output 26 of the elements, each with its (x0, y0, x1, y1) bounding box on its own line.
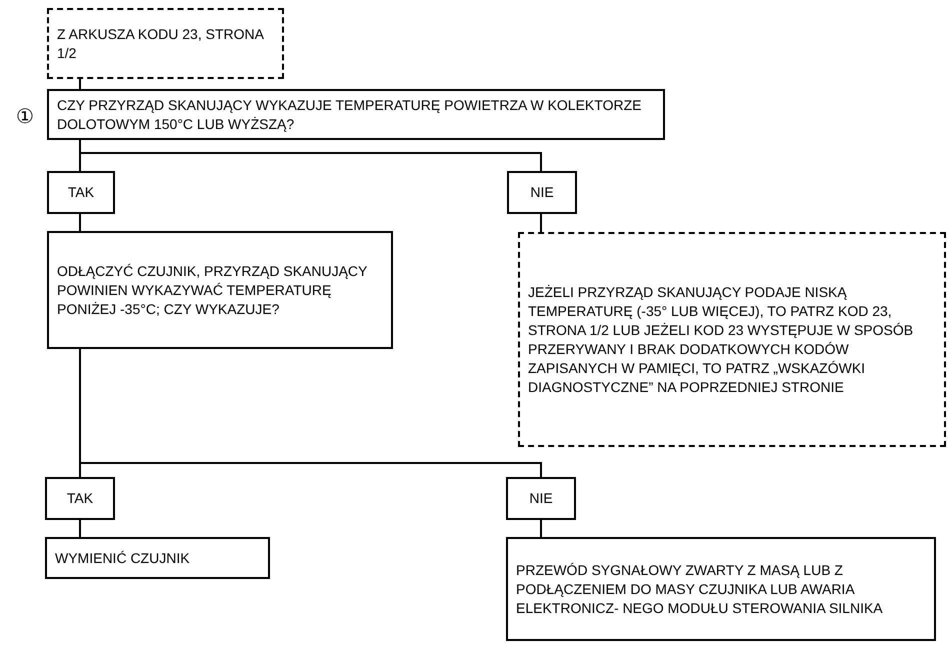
answer-box (47, 171, 115, 214)
answer-box (506, 477, 576, 520)
box-text: NIE (530, 183, 554, 202)
connector-line (540, 214, 542, 232)
box-text: WYMIENIĆ CZUJNIK (55, 548, 191, 568)
connector-line (79, 214, 81, 231)
connector-line (540, 520, 542, 537)
box-text: TAK (68, 183, 94, 202)
decision-box (47, 89, 665, 140)
connector-line (79, 79, 81, 89)
box-text: PRZEWÓD SYGNAŁOWY ZWARTY Z MASĄ LUB Z PODŁĄCZENIEM DO MASY CZUJNIKA LUB AWARIA ELEKTRONICZ- NEGO MODUŁU STEROWANIA SILNIKA (516, 560, 884, 618)
reference-box (47, 8, 284, 79)
box-text: TAK (66, 489, 94, 508)
box-text: CZY PRZYRZĄD SKANUJĄCY WYKAZUJE TEMPERATURĘ POWIETRZA W KOLEKTORZE DOLOTOWYM 150°C LUB WYŻSZĄ? (57, 96, 642, 134)
answer-box (45, 477, 115, 520)
box-text: NIE (529, 489, 553, 508)
box-text: JEŻELI PRZYRZĄD SKANUJĄCY PODAJE NISKĄ TEMPERATURĘ (-35° LUB WIĘCEJ), TO PATRZ KOD 23, STRONA 1/2 LUB JEŻELI KOD 23 WYSTĘPUJE W SPOSÓB PRZERYWANY I BRAK DODATKOWYCH KODÓW ZAPISANYCH W PAMIĘCI, TO PATRZ „WSKAZÓWKI DIAGNOSTYCZNE” NA POPRZEDNIEJ STRONIE (528, 282, 914, 396)
action-box (506, 537, 936, 641)
step-number: ① (16, 106, 34, 128)
answer-box (507, 171, 577, 214)
box-text: ODŁĄCZYĆ CZUJNIK, PRZYRZĄD SKANUJĄCY POWINIEN WYKAZYWAĆ TEMPERATURĘ PONIŻEJ -35°C; CZY WYKAZUJE? (57, 262, 368, 318)
box-text: Z ARKUSZA KODU 23, STRONA 1/2 (57, 24, 265, 62)
reference-box (518, 232, 946, 447)
decision-box (47, 231, 393, 349)
connector-line (79, 520, 81, 537)
action-box (45, 537, 270, 579)
